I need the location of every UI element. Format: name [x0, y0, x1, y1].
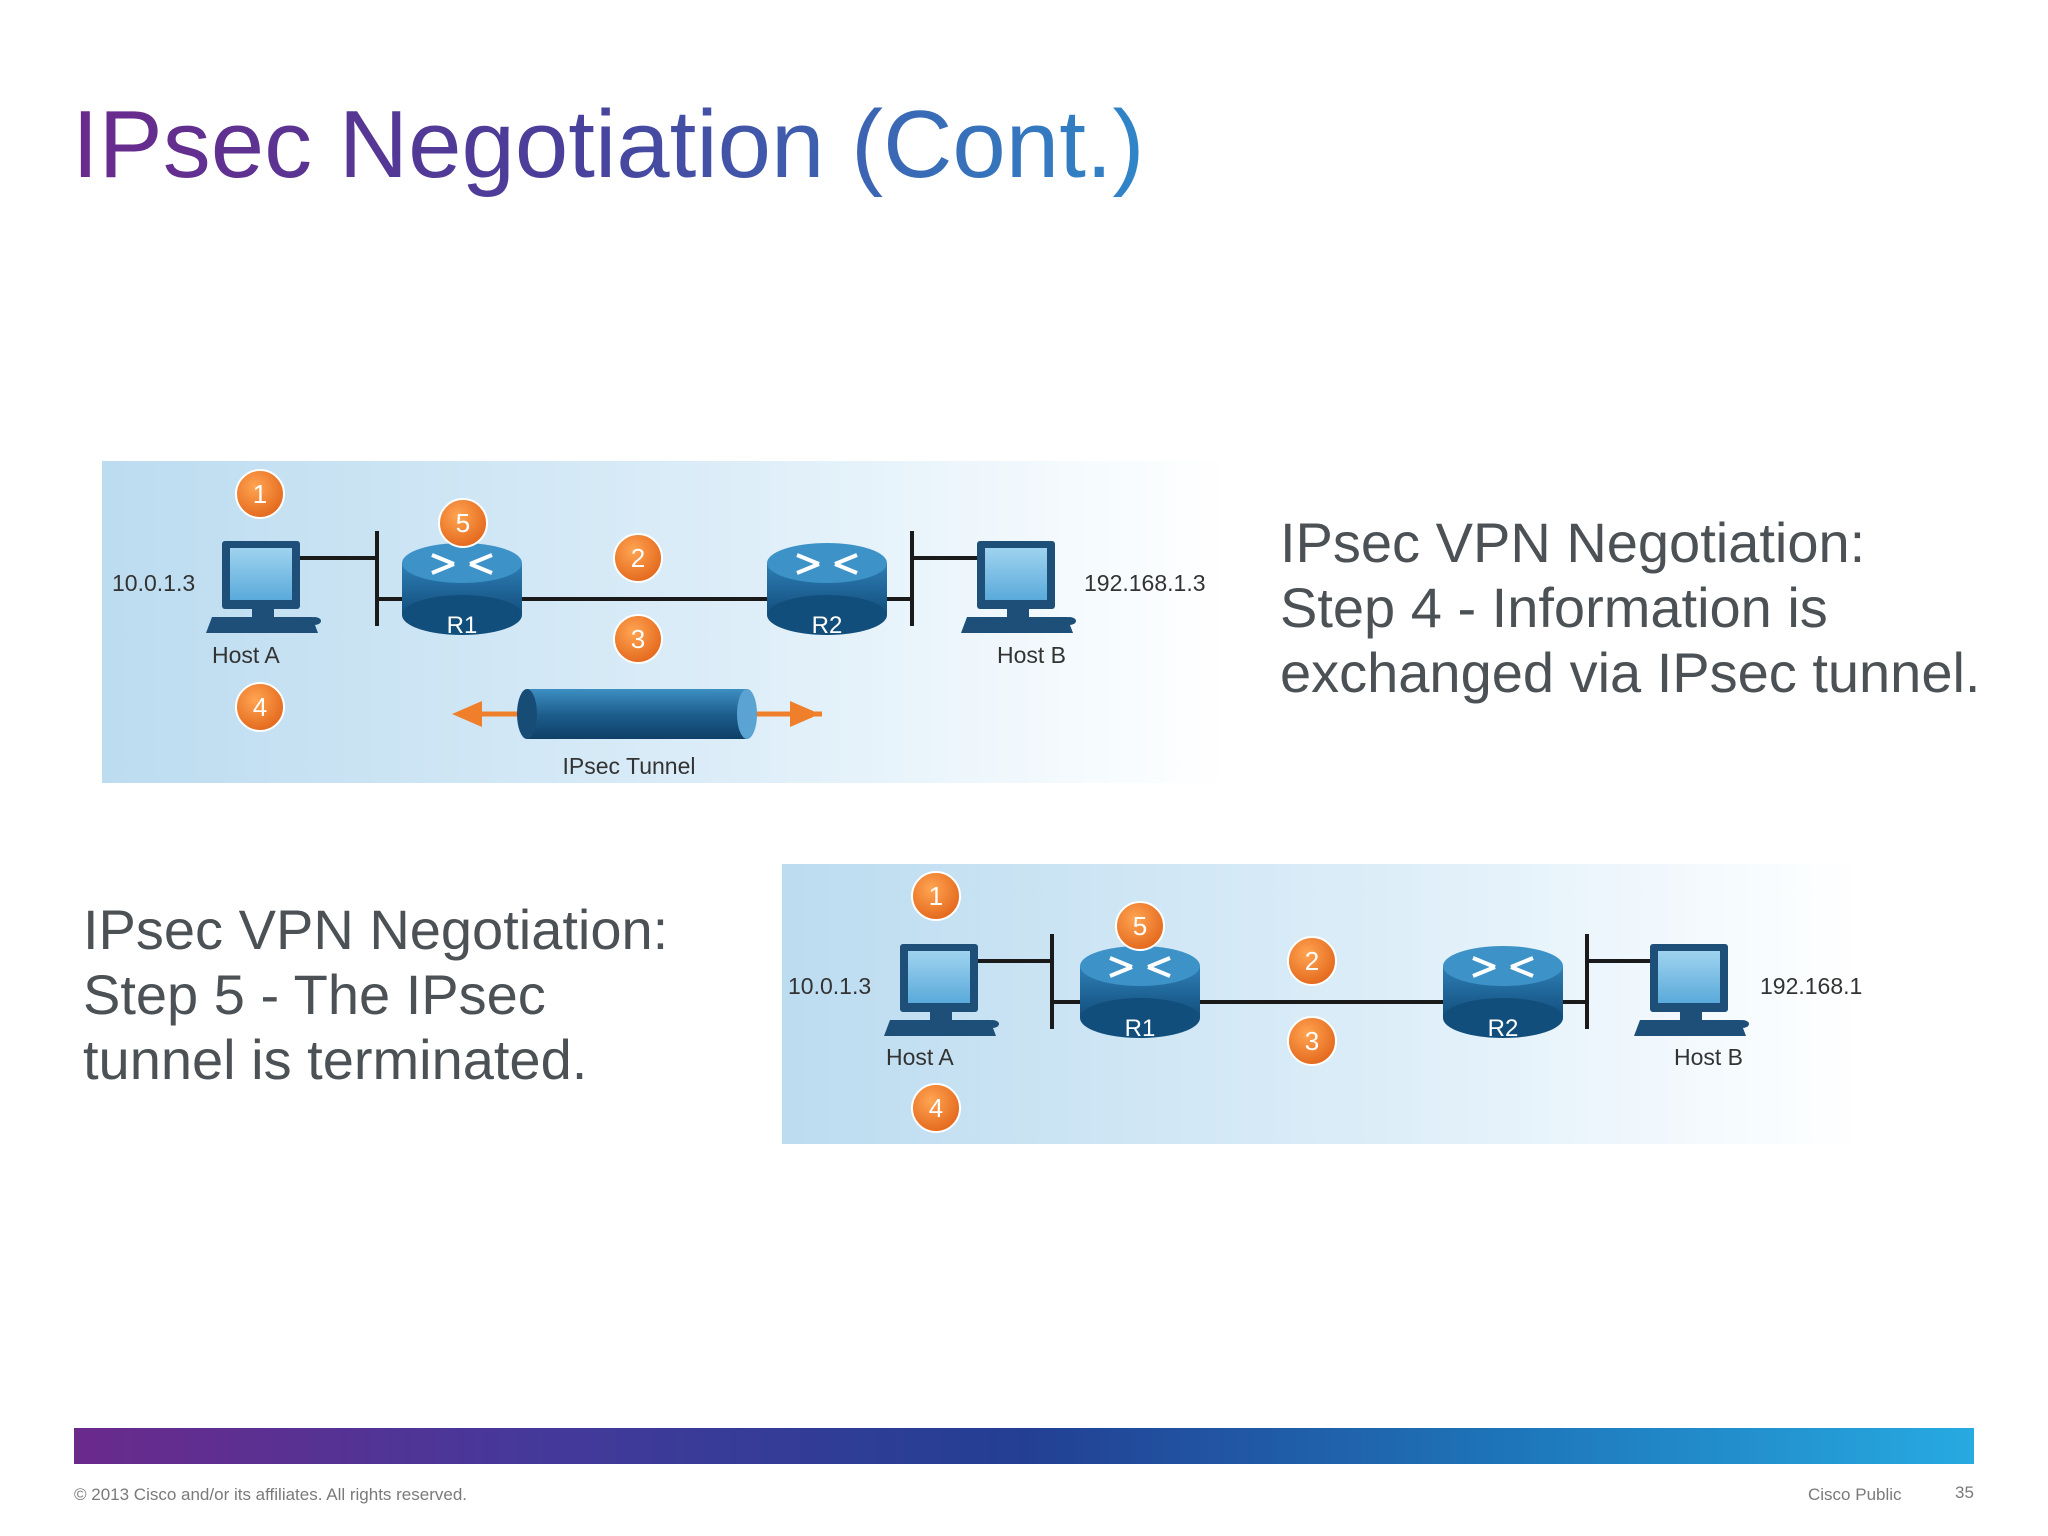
svg-text:4: 4	[929, 1093, 943, 1123]
page-number: 35	[1955, 1483, 1974, 1502]
step-badge-2: 2	[613, 533, 663, 583]
svg-text:1: 1	[929, 881, 943, 911]
diagram-step-4: 10.0.1.3 Host A R1 R2 192.168.1.3 Host B	[102, 461, 1230, 783]
host-b-icon	[1634, 944, 1749, 1036]
host-b-label: Host B	[1674, 1044, 1743, 1070]
svg-text:5: 5	[1133, 911, 1147, 941]
host-a-ip: 10.0.1.3	[112, 570, 195, 596]
step-badge-4: 4	[911, 1083, 961, 1133]
svg-text:2: 2	[1305, 946, 1319, 976]
router-r2-icon	[1443, 946, 1563, 1038]
router-r1-label: R1	[1125, 1015, 1156, 1042]
host-b-ip: 192.168.1.3	[1084, 570, 1206, 596]
ipsec-tunnel	[452, 689, 822, 739]
host-a-icon	[884, 944, 999, 1036]
slide-title: IPsec Negotiation (Cont.)	[72, 91, 1145, 198]
host-a-ip: 10.0.1.3	[788, 973, 871, 999]
host-a-label: Host A	[212, 642, 280, 668]
step-badge-1: 1	[235, 469, 285, 519]
footer-classification: Cisco Public	[1808, 1485, 1902, 1504]
step-5-description: IPsec VPN Negotiation: Step 5 - The IPse…	[83, 898, 669, 1091]
step-badge-5: 5	[1115, 901, 1165, 951]
footer-gradient-bar	[74, 1428, 1974, 1464]
router-r1-icon	[1080, 946, 1200, 1038]
router-r1-label: R1	[447, 612, 478, 639]
host-a-icon	[206, 541, 321, 633]
host-b-label: Host B	[997, 642, 1066, 668]
router-r2-label: R2	[1488, 1015, 1519, 1042]
svg-text:2: 2	[631, 543, 645, 573]
diagram-step-5: 10.0.1.3 Host A R1 R2 192.168.1.3 Host B	[782, 864, 1862, 1144]
footer-copyright: © 2013 Cisco and/or its affiliates. All …	[74, 1485, 468, 1504]
step-badge-1: 1	[911, 871, 961, 921]
svg-text:5: 5	[456, 508, 470, 538]
svg-text:4: 4	[253, 692, 267, 722]
svg-text:1: 1	[253, 479, 267, 509]
router-r1-icon	[402, 543, 522, 635]
router-r2-label: R2	[812, 612, 843, 639]
tunnel-label: IPsec Tunnel	[563, 753, 696, 779]
host-a-label: Host A	[886, 1044, 954, 1070]
step-badge-3: 3	[613, 614, 663, 664]
router-r2-icon	[767, 543, 887, 635]
svg-text:3: 3	[1305, 1026, 1319, 1056]
step-badge-3: 3	[1287, 1016, 1337, 1066]
step-badge-4: 4	[235, 682, 285, 732]
svg-text:3: 3	[631, 624, 645, 654]
step-badge-5: 5	[438, 498, 488, 548]
step-badge-2: 2	[1287, 936, 1337, 986]
host-b-ip: 192.168.1.3	[1760, 973, 1862, 999]
host-b-icon	[961, 541, 1076, 633]
step-4-description: IPsec VPN Negotiation: Step 4 - Informat…	[1280, 511, 1981, 704]
